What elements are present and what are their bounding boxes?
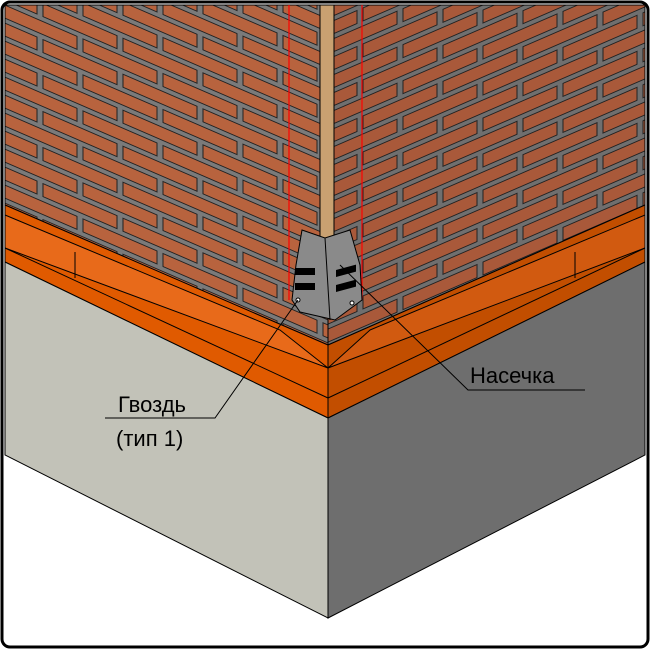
nail-icon (349, 300, 355, 306)
nail-leader (105, 299, 299, 419)
right-foundation (327, 261, 646, 619)
notch (295, 283, 315, 290)
nail-type-label: (тип 1) (116, 426, 183, 451)
corner-fold (324, 237, 331, 321)
notch-leader (339, 264, 585, 391)
notch (336, 279, 356, 292)
right-ledge-edge (327, 247, 646, 399)
left-ledge-edge (4, 247, 329, 399)
notch-label: Насечка (470, 363, 555, 388)
nail-label: Гвоздь (118, 392, 186, 417)
wood-corner-strip (319, 4, 335, 251)
notch (295, 268, 315, 275)
